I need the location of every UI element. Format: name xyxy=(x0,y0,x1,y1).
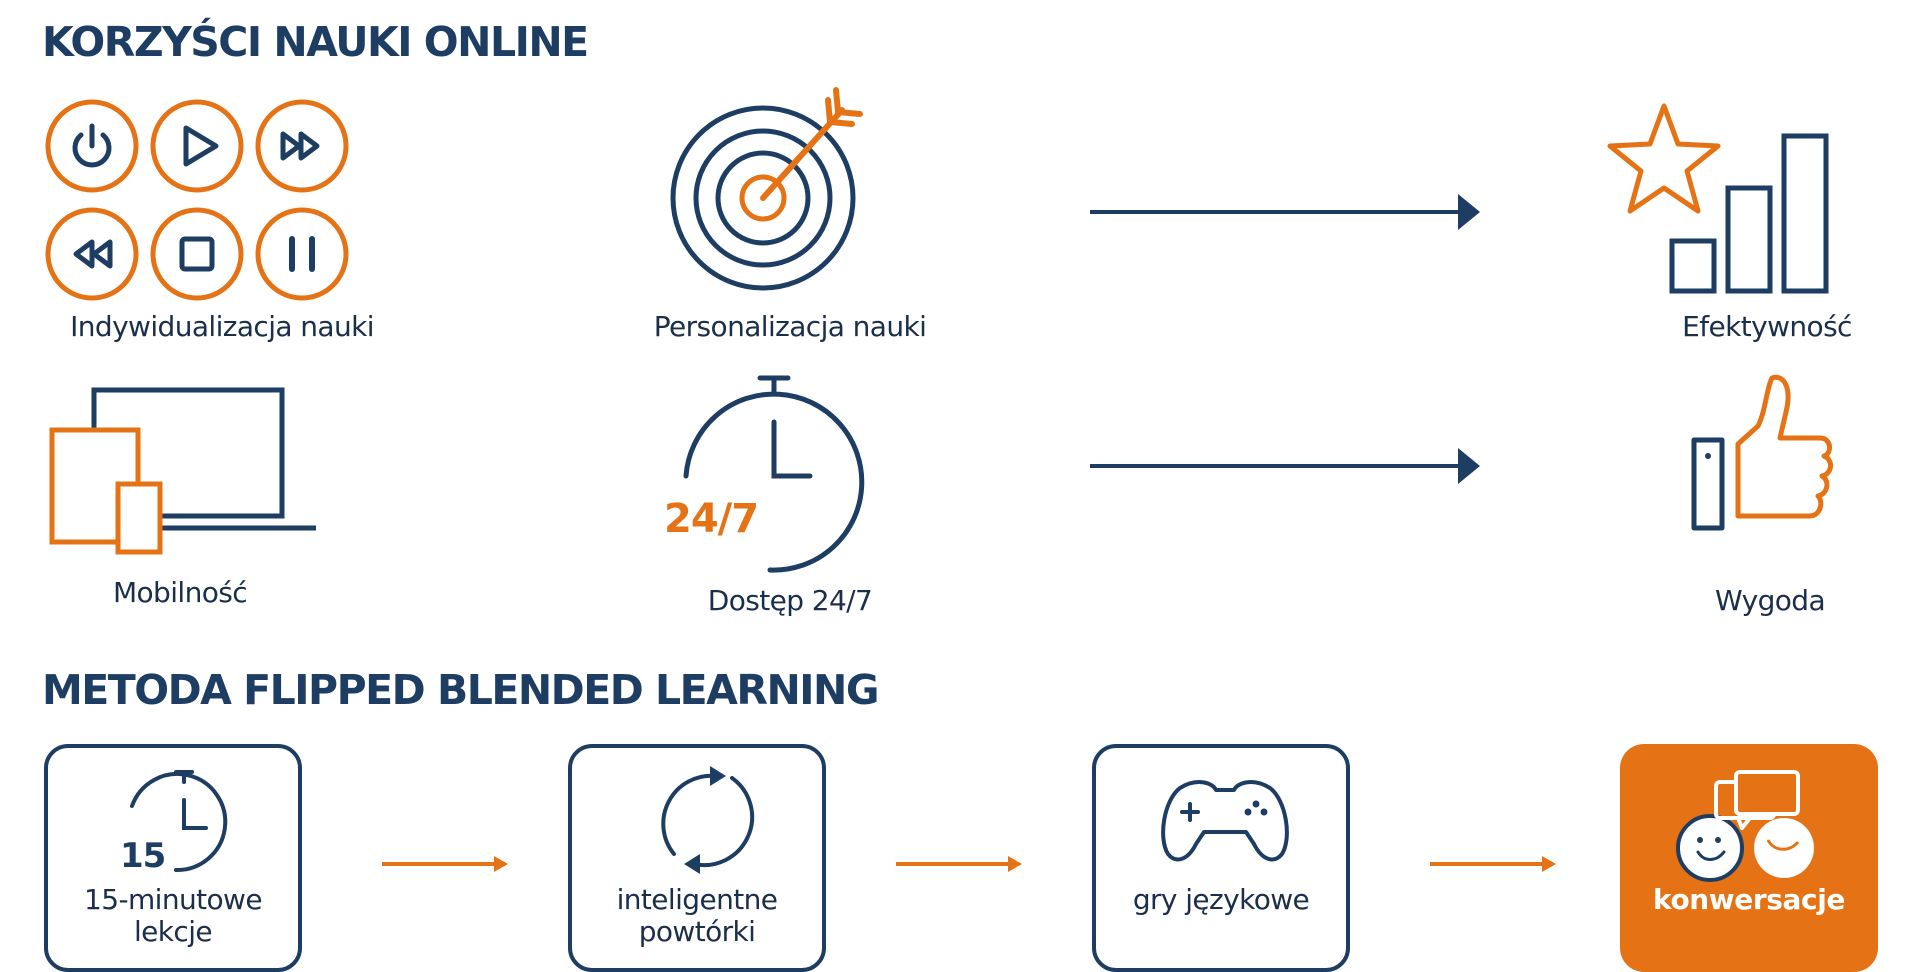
step-card-games: gry językowe xyxy=(1092,744,1350,972)
gamepad-icon xyxy=(1161,780,1289,862)
pause-icon xyxy=(289,236,315,272)
stop-icon xyxy=(179,236,215,272)
step-label-lessons: 15-minutowe lekcje xyxy=(84,883,263,948)
power-icon xyxy=(72,123,112,168)
step-card-conversations: konwersacje xyxy=(1620,744,1878,972)
section-title-benefits: KORZYŚCI NAUKI ONLINE xyxy=(42,18,589,66)
rewind-icon xyxy=(73,239,113,269)
arrow-right-icon xyxy=(1430,856,1556,872)
section-title-method: METODA FLIPPED BLENDED LEARNING xyxy=(42,666,879,714)
media-controls-icon-group xyxy=(45,99,349,301)
arrow-right-icon xyxy=(896,856,1022,872)
stopwatch-icon xyxy=(683,375,865,573)
label-personalization: Personalizacja nauki xyxy=(653,310,927,343)
chat-faces-icon xyxy=(1676,770,1814,882)
step-label-games: gry językowe xyxy=(1132,883,1310,916)
devices-icon xyxy=(49,387,316,555)
step-label-reviews: inteligentne powtórki xyxy=(616,883,778,948)
thumbs-up-icon xyxy=(1691,374,1833,531)
label-individualization: Indywidualizacja nauki xyxy=(70,310,374,343)
step-label-conversations: konwersacje xyxy=(1652,883,1846,916)
access-badge: 24/7 xyxy=(664,496,759,542)
step-card-lessons: 15 15-minutowe lekcje xyxy=(44,744,302,972)
step-card-reviews: inteligentne powtórki xyxy=(568,744,826,972)
bar-chart-star-icon xyxy=(1607,103,1829,294)
refresh-icon xyxy=(661,766,755,874)
fast-forward-icon xyxy=(280,131,320,161)
label-mobility: Mobilność xyxy=(112,576,248,609)
lesson-duration-badge: 15 xyxy=(120,836,166,876)
play-icon xyxy=(183,125,219,167)
label-convenience: Wygoda xyxy=(1715,584,1826,617)
label-effectiveness: Efektywność xyxy=(1682,310,1852,343)
arrow-right-icon xyxy=(1090,448,1480,484)
arrow-right-icon xyxy=(1090,194,1480,230)
stopwatch-icon xyxy=(130,770,228,873)
target-icon xyxy=(670,87,863,291)
label-access: Dostęp 24/7 xyxy=(707,584,873,617)
arrow-right-icon xyxy=(382,856,508,872)
